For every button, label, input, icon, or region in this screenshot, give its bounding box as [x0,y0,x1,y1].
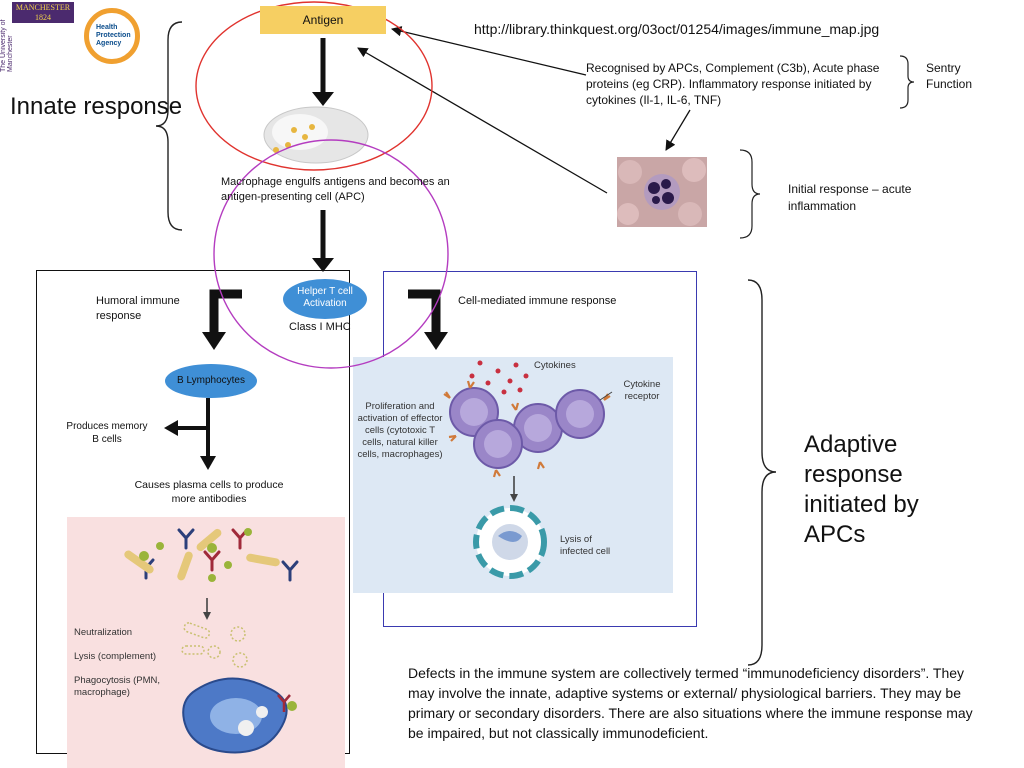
class-i-mhc-label: Class I MHC [289,321,351,333]
innate-brace [155,21,183,231]
adaptive-response-label: Adaptive response initiated by APCs [804,431,919,548]
hpa-logo-icon [84,8,140,64]
neutralization-label: Neutralization [74,627,133,638]
innate-circle [195,1,433,171]
cytokine-receptor-pointer [599,391,613,401]
manchester-logo: MANCHESTER 1824 [12,2,74,23]
lysed-cell-icon [473,505,547,579]
helper-t-oval: Helper T cell Activation [283,279,367,319]
memory-b-label: Produces memory B cells [66,421,148,445]
green-antigen-icons [139,528,252,582]
cytokines-label: Cytokines [534,360,576,371]
recognised-note: Recognised by APCs, Complement (C3b), Ac… [586,61,880,107]
adaptive-brace [747,279,777,666]
initial-brace [739,149,761,239]
antigen-box: Antigen [260,6,386,34]
innate-response-label: Innate response [10,93,183,120]
plasma-cells-label: Causes plasma cells to produce more anti… [134,479,284,505]
cytokine-receptor-label: Cytokine receptor [623,379,661,402]
phagocytosis-label: Phagocytosis (PMN, macrophage) [74,675,161,698]
neutrophil-micrograph-icon [617,157,707,227]
macrophage-caption: Macrophage engulfs antigens and becomes … [221,176,450,203]
initial-response-label: Initial response – acute inflammation [788,182,912,213]
sentry-brace [899,55,915,109]
lysis-complement-label: Lysis (complement) [74,651,157,662]
sentry-label: Sentry Function [926,61,973,91]
source-url: http://library.thinkquest.org/03oct/0125… [474,21,880,37]
antibody-icons [137,528,299,582]
cytokine-dots [469,360,529,395]
apc-circle [213,139,449,369]
effector-cell-icons [449,387,605,469]
defects-paragraph: Defects in the immune system are collect… [408,665,973,741]
neutralized-antigen-icons [181,622,248,668]
receptor-icons [443,380,611,478]
antigen-rod-icons [124,528,280,581]
proliferation-label: Proliferation and activation of effector… [357,401,443,460]
hpa-logo-text: Health Protection Agency [96,24,131,47]
b-lymphocytes-oval: B Lymphocytes [165,364,257,398]
cell-mediated-label: Cell-mediated immune response [458,295,617,307]
humoral-label: Humoral immune response [96,295,180,322]
lysis-infected-label: Lysis of infected cell [560,534,611,557]
